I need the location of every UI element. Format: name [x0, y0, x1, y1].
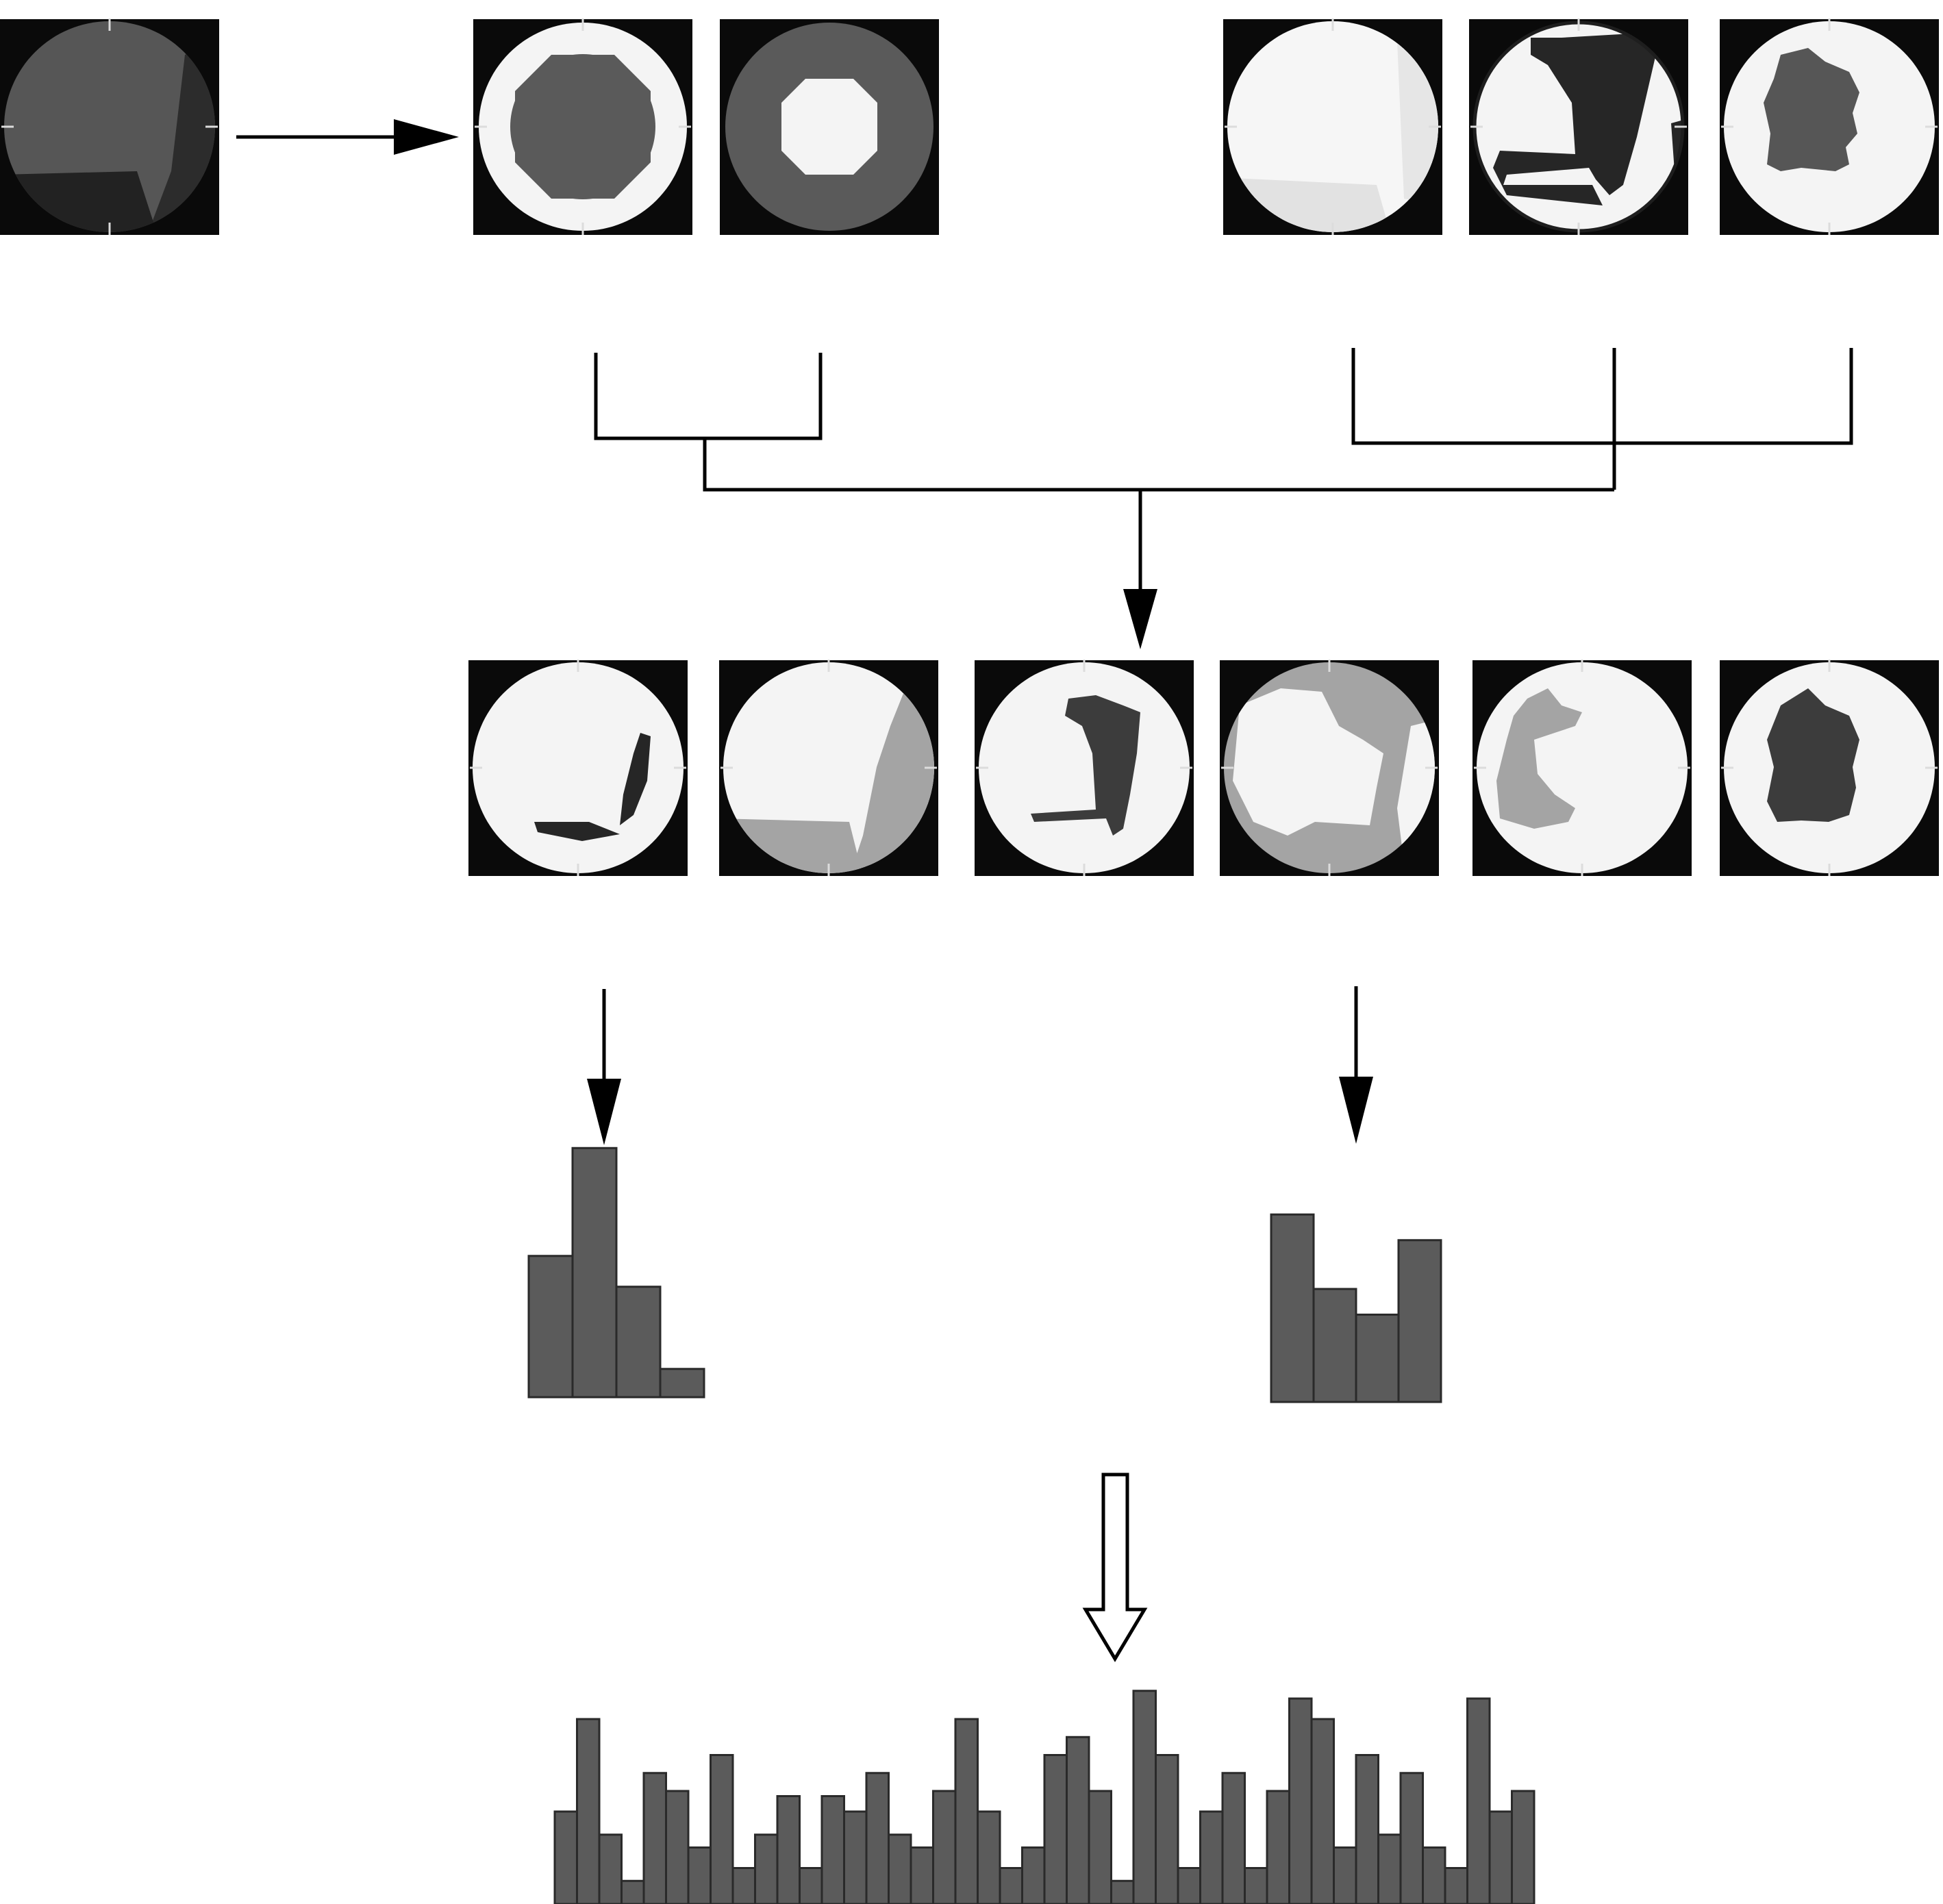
histogram-concatenated-bar-19 [954, 1718, 979, 1904]
arrow-to-combined [1123, 589, 1157, 649]
hollow-arrow-to-final-histogram [1082, 1473, 1148, 1662]
histogram-concatenated-bar-15 [865, 1772, 890, 1904]
histogram-concatenated-bar-13 [820, 1795, 845, 1904]
histogram-concatenated-bar-30 [1199, 1810, 1224, 1904]
histogram-concatenated-bar-6 [665, 1790, 690, 1904]
histogram-concatenated-bar-7 [687, 1846, 712, 1904]
histogram-left-bar-4 [659, 1368, 705, 1399]
histogram-concatenated-bar-36 [1333, 1846, 1357, 1904]
histogram-concatenated-bar-9 [731, 1867, 756, 1904]
histogram-right-bar-2 [1312, 1288, 1357, 1403]
histogram-concatenated-bar-18 [932, 1790, 957, 1904]
arrow-left-histogram [587, 989, 621, 1145]
histogram-concatenated-bar-37 [1355, 1754, 1379, 1904]
combined-tile-6 [1720, 660, 1939, 876]
histogram-concatenated-bar-31 [1221, 1772, 1246, 1904]
histogram-concatenated-bar-20 [977, 1810, 1001, 1904]
histogram-left-bar-1 [527, 1255, 574, 1399]
histogram-concatenated-bar-17 [910, 1846, 934, 1904]
histogram-concatenated-bar-2 [576, 1718, 601, 1904]
histogram-concatenated-bar-29 [1177, 1867, 1201, 1904]
histogram-concatenated-bar-40 [1422, 1846, 1446, 1904]
histogram-concatenated-bar-32 [1244, 1867, 1268, 1904]
histogram-concatenated-bar-26 [1110, 1879, 1135, 1904]
histogram-left-bar-3 [615, 1286, 662, 1399]
histogram-concatenated-bar-33 [1266, 1790, 1290, 1904]
histogram-concatenated-bar-41 [1444, 1867, 1468, 1904]
histogram-concatenated-bar-8 [710, 1754, 734, 1904]
histogram-concatenated-bar-23 [1043, 1754, 1068, 1904]
arrow-photo-to-masks [236, 119, 459, 155]
segment-blob-tile [1720, 19, 1939, 235]
combined-tile-2 [719, 660, 938, 876]
histogram-concatenated-bar-25 [1088, 1790, 1112, 1904]
histogram-concatenated-bar-21 [999, 1867, 1023, 1904]
histogram-right [1270, 1213, 1442, 1403]
combined-tile-5 [1472, 660, 1692, 876]
histogram-concatenated-bar-1 [553, 1810, 578, 1904]
histogram-concatenated-bar-10 [754, 1833, 779, 1904]
histogram-concatenated-bar-43 [1488, 1810, 1513, 1904]
combined-tile-4 [1220, 660, 1439, 876]
center-mask-tile [720, 19, 939, 235]
combined-tile-1 [468, 660, 688, 876]
histogram-concatenated-bar-27 [1132, 1690, 1157, 1904]
crosshair-ticks [1, 18, 1938, 876]
histogram-concatenated-bar-22 [1021, 1846, 1046, 1904]
histogram-concatenated-bar-39 [1399, 1772, 1424, 1904]
histogram-left [527, 1147, 705, 1399]
histogram-concatenated-bar-16 [888, 1833, 912, 1904]
histogram-concatenated-bar-24 [1066, 1736, 1090, 1904]
histogram-concatenated-bar-5 [642, 1772, 667, 1904]
histogram-concatenated [553, 1690, 1535, 1904]
segment-dark-tile [1469, 19, 1688, 235]
histogram-right-bar-1 [1270, 1213, 1315, 1403]
histogram-concatenated-bar-14 [843, 1810, 868, 1904]
histogram-concatenated-bar-3 [598, 1833, 623, 1904]
ring-mask-tile [473, 19, 692, 235]
bracket-connectors [594, 348, 1853, 597]
arrow-right-histogram [1339, 986, 1373, 1144]
histogram-concatenated-bar-44 [1511, 1790, 1535, 1904]
histogram-concatenated-bar-28 [1155, 1754, 1179, 1904]
combined-tile-3 [975, 660, 1194, 876]
histogram-concatenated-bar-4 [620, 1879, 645, 1904]
histogram-concatenated-bar-12 [799, 1867, 823, 1904]
segment-full-tile [1223, 19, 1442, 235]
histogram-left-bar-2 [571, 1147, 618, 1399]
histogram-concatenated-bar-42 [1466, 1697, 1491, 1904]
histogram-concatenated-bar-11 [776, 1795, 801, 1904]
source-image-tile [0, 19, 219, 235]
histogram-right-bar-4 [1397, 1239, 1442, 1403]
histogram-concatenated-bar-34 [1288, 1697, 1313, 1904]
histogram-right-bar-3 [1355, 1314, 1400, 1403]
histogram-concatenated-bar-35 [1310, 1718, 1335, 1904]
histogram-concatenated-bar-38 [1377, 1833, 1402, 1904]
